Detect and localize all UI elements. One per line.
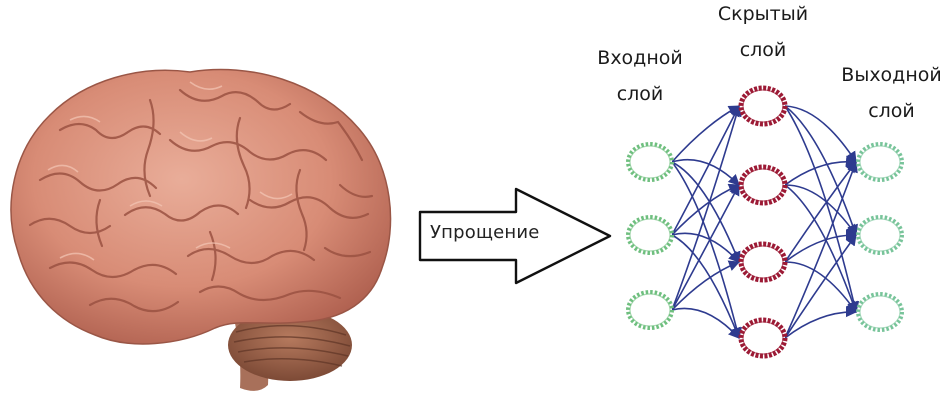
edge-1-1-2 (784, 184, 858, 314)
edge-1-3-0 (784, 160, 858, 339)
network-nodes (626, 85, 904, 359)
output-layer-label-line2: слой (868, 100, 915, 122)
edge-0-1-2 (671, 232, 740, 263)
output-layer-label-line1: Выходной (841, 64, 942, 86)
edge-1-0-1 (784, 105, 858, 237)
hidden-node-2 (738, 164, 788, 206)
output-layer-label: Выходной слой (834, 57, 949, 129)
brain-folds (28, 88, 374, 313)
input-layer-label-line1: Входной (597, 47, 683, 69)
edge-1-2-2 (784, 261, 857, 313)
edge-0-2-1 (671, 184, 740, 311)
simplification-arrow (418, 187, 612, 285)
edge-0-1-3 (671, 234, 741, 340)
input-node-2 (626, 215, 674, 255)
edge-0-2-2 (671, 260, 741, 311)
output-node-3 (856, 292, 904, 332)
hidden-node-1 (738, 85, 788, 127)
hidden-node-3 (738, 241, 788, 283)
edge-0-2-0 (671, 104, 742, 311)
brain-illustration (10, 68, 392, 391)
edge-1-1-1 (784, 184, 857, 236)
edge-0-2-3 (671, 307, 740, 339)
edge-0-1-0 (671, 105, 740, 236)
output-node-1 (856, 142, 904, 182)
edge-1-0-2 (784, 105, 860, 314)
edge-1-1-0 (784, 155, 858, 186)
input-layer-label-line2: слой (616, 83, 664, 105)
edge-0-0-1 (671, 158, 740, 186)
input-layer-label: Входной слой (590, 40, 690, 112)
hidden-layer-label-line2: слой (739, 39, 787, 61)
hidden-layer-label-line1: Скрытый (717, 3, 809, 25)
edge-0-0-0 (671, 105, 740, 163)
input-node-1 (626, 142, 674, 182)
output-node-2 (856, 215, 904, 255)
simplification-label: Упрощение (430, 222, 540, 243)
hidden-node-4 (738, 317, 788, 359)
edge-1-3-2 (784, 306, 858, 339)
edge-1-0-0 (784, 105, 857, 163)
edge-0-0-2 (671, 161, 741, 264)
input-node-3 (626, 290, 674, 330)
hidden-layer-label: Скрытый слой (708, 0, 818, 68)
edge-1-3-1 (784, 234, 857, 339)
edge-0-0-3 (671, 161, 742, 340)
network-edges (671, 104, 860, 340)
